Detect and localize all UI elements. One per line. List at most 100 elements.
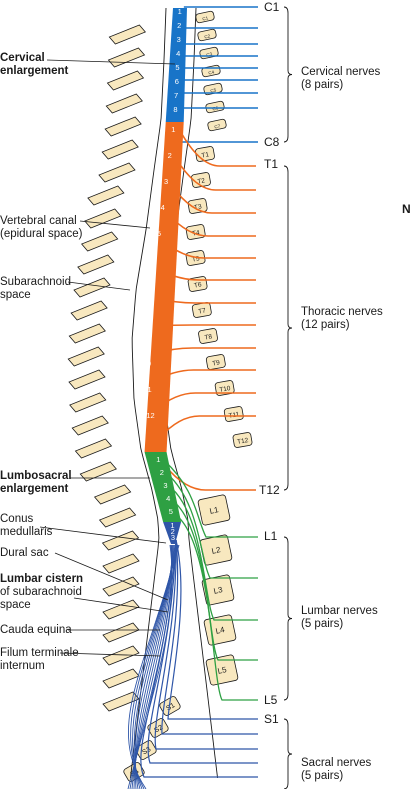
thoracic-vertebra: T6 [187,276,208,292]
sacral-segment-number: 2 [171,527,175,536]
thoracic-vertebra: T4 [185,224,206,240]
lumbar-vertebra: L4 [203,614,237,646]
sacral-vertebra-label: S1 [165,702,176,712]
pointer-line [39,526,167,544]
cervical-vertebra: C2 [197,28,217,42]
spinous-process [102,553,140,574]
spinous-process [73,277,111,298]
thoracic-vertebra-label: T9 [212,359,221,367]
lumbar-vertebra-box [197,494,231,526]
spinous-process [98,162,136,183]
conus-medullaris-label: Conus medullaris [0,513,53,538]
thoracic-vertebra: T3 [187,198,208,214]
c1-nerve-label: C1 [264,0,280,14]
thoracic-vertebra: T10 [214,380,235,396]
cervical-vertebra: C3 [199,46,219,60]
thoracic-nerve [175,157,256,191]
spinous-process [105,93,143,114]
sacral-nerve [167,539,258,720]
sacral-nerve [154,539,258,750]
thoracic-vertebra: T11 [223,406,244,422]
spinous-process [70,300,108,321]
spinous-process [71,415,109,436]
cervical-bracket [283,6,293,143]
thoracic-vertebra-label: T7 [198,307,207,315]
cervical-vertebra-label: C1 [202,15,209,21]
spinal-nerves [127,6,258,789]
lumbar-vertebra-box [201,574,235,606]
thoracic-vertebra: T9 [205,354,226,370]
lumbar-nerve [176,515,258,701]
cervical-vertebra-box [205,100,225,114]
cervical-segment-number: 8 [173,105,177,114]
cervical-vertebra-label: C4 [208,69,215,75]
c8-nerve-label: C8 [264,135,280,149]
spinous-process [84,208,122,229]
thoracic-segment-number: 5 [157,229,161,238]
thoracic-bracket [283,165,293,491]
lumbar-vertebra-box [205,654,239,686]
pointer-line [54,552,169,601]
cervical-vertebra: C6 [205,100,225,114]
thoracic-vertebra: T1 [195,146,215,162]
spinous-process [67,346,105,367]
cauda-equina-root [127,544,180,789]
lumbar-cord-segment [144,452,182,522]
t12-nerve-label: T12 [259,483,280,497]
thoracic-vertebra-label: T8 [204,333,213,341]
cervical-vertebra-label: C7 [214,123,221,129]
thoracic-segment-number: 4 [161,203,165,212]
sacral-nerve [140,539,258,778]
spinous-process [74,438,113,459]
cervical-vertebra: C4 [201,64,221,78]
spinous-process [102,668,140,689]
lumbar-segment-number: 4 [166,494,170,503]
pointer-line [73,597,169,613]
sacral-segment-number: 3 [171,533,175,542]
cervical-segment-number: 1 [178,7,182,16]
spinous-process [104,116,142,137]
thoracic-segment-number: 10 [143,359,151,368]
thoracic-vertebra-label: T5 [191,255,200,263]
sacral-nerve [147,539,258,764]
spinous-process [93,484,132,505]
pointer-line [59,652,161,657]
lumbar-segment-number: 2 [160,468,164,477]
s1-nerve-label: S1 [264,712,279,726]
thoracic-vertebra-box [187,198,208,214]
lumbar-nerves-group-label: Lumbar nerves(5 pairs) [301,605,378,630]
cervical-segment-number: 7 [174,91,178,100]
thoracic-vertebra-box [232,432,253,448]
sacral-nerves-group-label: Sacral nerves(5 pairs) [301,757,372,782]
thoracic-segment-number: 6 [153,255,157,264]
thoracic-vertebra: T12 [232,432,253,448]
lumbar-vertebra-label: L5 [217,665,228,676]
cervical-segment-number: 6 [175,77,179,86]
cervical-segment-number: 3 [177,35,181,44]
group-brackets [283,6,293,789]
thoracic-nerve [167,213,256,237]
lumbar-vertebra-label: L3 [213,585,224,596]
spinous-process [79,461,117,482]
edge-letter: N [402,202,410,216]
spinous-process [68,369,106,390]
sacral-segment-number: 1 [170,521,174,530]
lumbar-nerve [167,473,258,579]
l1-nerve-label: L1 [264,529,278,543]
pointer-line [46,59,176,65]
spinous-process [80,231,119,252]
lumbar-nerve [163,459,258,538]
spinous-process [102,691,140,712]
thoracic-vertebra: T7 [191,302,212,318]
thoracic-segment-number: 8 [146,307,150,316]
thoracic-nerves-group-label: Thoracic nerves(12 pairs) [301,306,383,331]
cervical-vertebra-label: C5 [210,87,217,93]
sacral-vertebra-label: S3 [141,746,152,756]
cervical-cord-segment [165,8,187,122]
label-pointer-lines [39,59,176,657]
thoracic-vertebra-label: T2 [197,177,206,185]
spinous-process [69,392,107,413]
lumbar-vertebra-label: L4 [215,625,226,636]
